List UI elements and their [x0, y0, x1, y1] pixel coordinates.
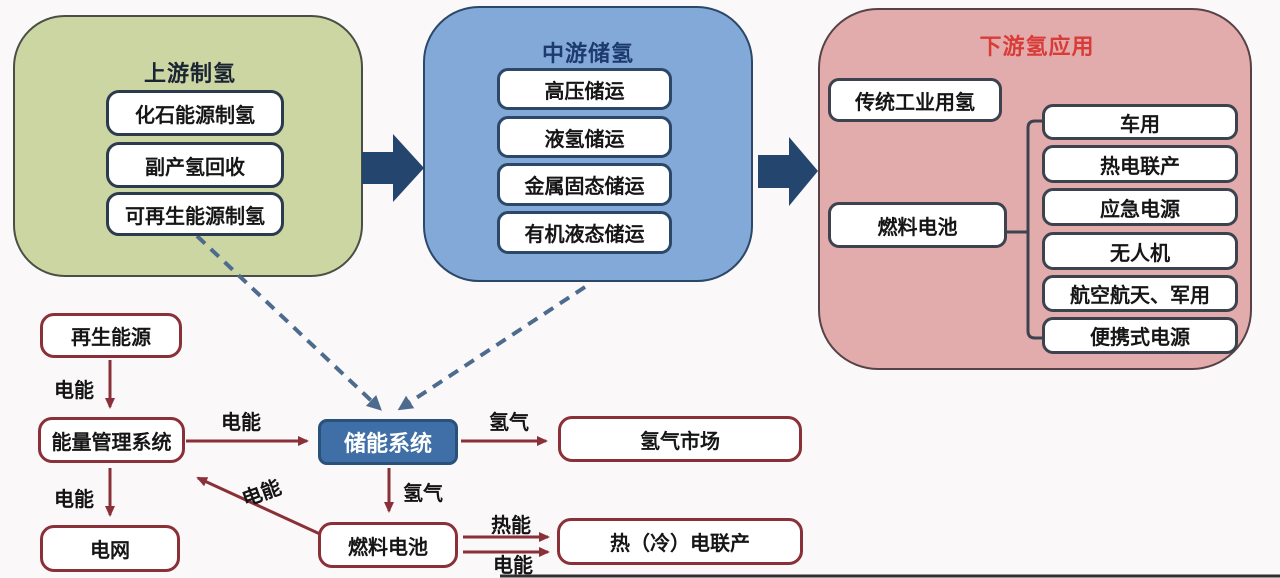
application-item-portable: 便携式电源 — [1042, 317, 1238, 354]
node-fuel-cell: 燃料电池 — [318, 522, 458, 568]
upstream-item-renewable: 可再生能源制氢 — [106, 192, 284, 236]
downstream-item-industry: 传统工业用氢 — [828, 78, 1002, 122]
midstream-title: 中游储氢 — [541, 42, 634, 67]
label-hydrogen-storage-to-market: 氢气 — [489, 410, 529, 434]
downstream-title: 下游氢应用 — [979, 35, 1095, 60]
upstream-item-fossil: 化石能源制氢 — [106, 90, 284, 136]
label-heat-fuelcell-to-chp: 热能 — [491, 513, 531, 537]
fuelcell-applications-bracket — [1007, 119, 1042, 340]
application-item-chp: 热电联产 — [1042, 145, 1238, 183]
node-heat-cool-power-cogeneration: 热（冷）电联产 — [557, 518, 803, 565]
label-electric-fuelcell-to-chp: 电能 — [493, 553, 533, 577]
node-energy-management-system: 能量管理系统 — [38, 417, 185, 463]
midstream-item-highpressure: 高压储运 — [497, 68, 672, 110]
block-arrow-upstream-to-midstream — [362, 134, 424, 202]
midstream-item-liquid: 液氢储运 — [497, 116, 672, 158]
midstream-item-organicliquid: 有机液态储运 — [497, 211, 672, 254]
midstream-item-metalsolid: 金属固态储运 — [497, 163, 672, 206]
block-arrow-midstream-to-downstream — [758, 137, 818, 206]
node-energy-storage-system: 储能系统 — [318, 419, 458, 465]
upstream-item-byproduct: 副产氢回收 — [106, 142, 284, 188]
upstream-title: 上游制氢 — [143, 62, 236, 87]
node-renewable-energy: 再生能源 — [40, 313, 182, 358]
node-hydrogen-market: 氢气市场 — [558, 416, 802, 462]
label-electric-renewable-to-ems: 电能 — [54, 378, 94, 402]
application-item-emergency: 应急电源 — [1042, 188, 1238, 226]
dashed-arrow-upstream-to-storage — [195, 234, 382, 411]
application-item-aerospace: 航空航天、军用 — [1042, 275, 1238, 312]
label-electric-ems-to-grid: 电能 — [54, 487, 94, 511]
dashed-arrow-midstream-to-storage — [397, 285, 587, 411]
application-item-drone: 无人机 — [1042, 232, 1238, 270]
node-power-grid: 电网 — [40, 525, 180, 572]
label-electric-ems-to-storage: 电能 — [221, 410, 261, 434]
label-hydrogen-storage-to-fuelcell: 氢气 — [403, 481, 443, 505]
application-item-vehicle: 车用 — [1042, 104, 1238, 140]
arrow-fuelcell-to-ems — [196, 476, 321, 536]
downstream-item-fuelcell: 燃料电池 — [828, 202, 1007, 248]
